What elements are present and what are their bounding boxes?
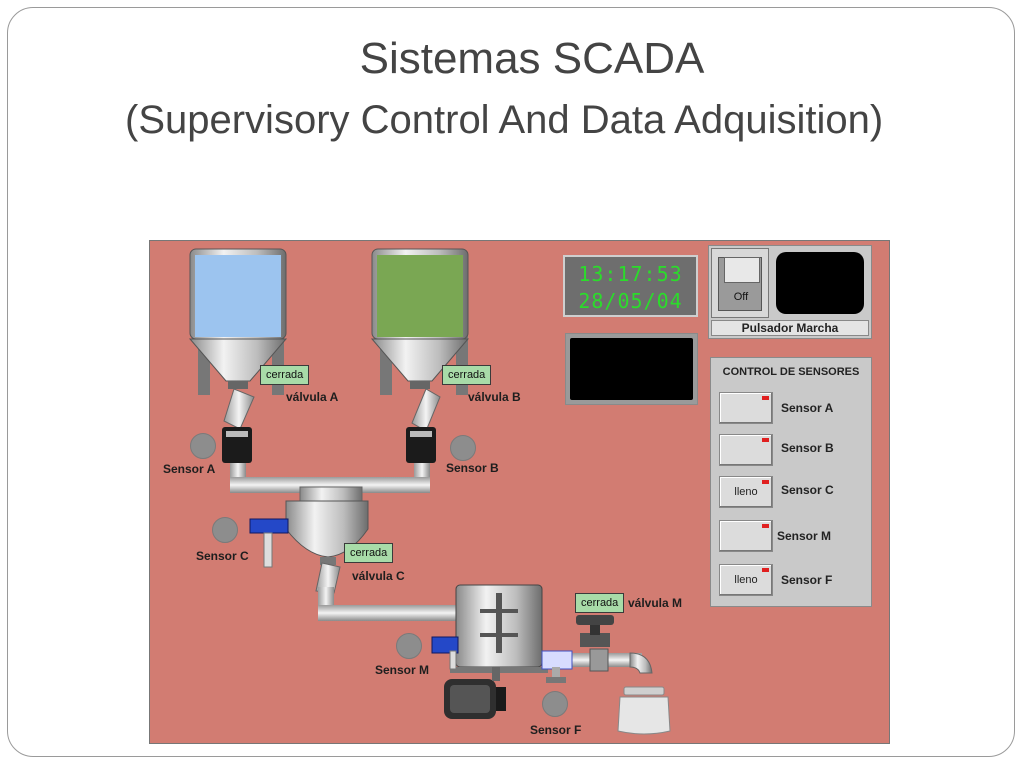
start-switch[interactable]: Off xyxy=(711,248,769,318)
sensor-c-row-label: Sensor C xyxy=(781,483,834,497)
valve-c-state[interactable]: cerrada xyxy=(344,543,394,563)
sensor-b-label: Sensor B xyxy=(446,461,499,475)
start-switch-state: Off xyxy=(733,291,749,303)
start-switch-caption: Pulsador Marcha xyxy=(711,320,869,336)
clock-time: 13:17:53 xyxy=(578,262,683,286)
scada-hmi-panel: cerrada válvula A cerrada válvula B cerr… xyxy=(149,240,890,744)
sensor-f-button[interactable]: lleno xyxy=(719,564,773,596)
sensor-panel-title: CONTROL DE SENSORES xyxy=(722,366,860,378)
valve-m-label: válvula M xyxy=(628,596,683,610)
tank-a xyxy=(188,248,288,395)
start-switch-panel: Off Pulsador Marcha xyxy=(708,245,872,339)
sensor-c-button[interactable]: lleno xyxy=(719,476,773,508)
sensor-m-label: Sensor M xyxy=(375,663,430,677)
run-indicator-screen xyxy=(776,252,864,314)
sensor-f-label: Sensor F xyxy=(530,723,582,737)
valve-m-state[interactable]: cerrada xyxy=(575,593,625,613)
sensor-c-indicator xyxy=(212,517,238,543)
sensor-b-indicator xyxy=(450,435,476,461)
motor xyxy=(444,667,506,719)
sensor-a-row-label: Sensor A xyxy=(781,401,834,415)
sensor-m-indicator xyxy=(396,633,422,659)
sensor-c-device xyxy=(249,518,289,534)
message-display-frame xyxy=(565,333,698,405)
sensor-f-indicator xyxy=(542,691,568,717)
valve-b-state[interactable]: cerrada xyxy=(442,365,492,385)
valve-b-label: válvula B xyxy=(468,390,521,404)
sensor-b-button[interactable] xyxy=(719,434,773,466)
valve-c-label: válvula C xyxy=(352,569,405,583)
valve-m-body xyxy=(576,615,614,672)
sensor-b-row-label: Sensor B xyxy=(781,441,834,455)
valve-a-label: válvula A xyxy=(286,390,339,404)
reactor-tank-m xyxy=(450,584,548,673)
sensor-m-row-label: Sensor M xyxy=(777,529,832,543)
jar xyxy=(617,686,671,735)
valve-a-state[interactable]: cerrada xyxy=(260,365,310,385)
sensor-a-label: Sensor A xyxy=(163,462,216,476)
message-display xyxy=(570,338,693,400)
sensor-a-button[interactable] xyxy=(719,392,773,424)
sensor-m-button[interactable] xyxy=(719,520,773,552)
clock-date: 28/05/04 xyxy=(578,289,683,313)
tank-b xyxy=(370,248,470,395)
sensor-control-panel: CONTROL DE SENSORES Sensor A Sensor B ll… xyxy=(710,357,872,607)
process-diagram xyxy=(188,248,671,735)
sensor-m-device xyxy=(431,636,459,654)
sensor-a-indicator xyxy=(190,433,216,459)
sensor-c-label: Sensor C xyxy=(196,549,249,563)
slide-subtitle: (Supervisory Control And Data Adquisitio… xyxy=(125,98,884,142)
slide-title: Sistemas SCADA xyxy=(359,34,705,83)
clock-display: 13:17:53 28/05/04 xyxy=(563,255,698,317)
sensor-f-row-label: Sensor F xyxy=(781,573,833,587)
